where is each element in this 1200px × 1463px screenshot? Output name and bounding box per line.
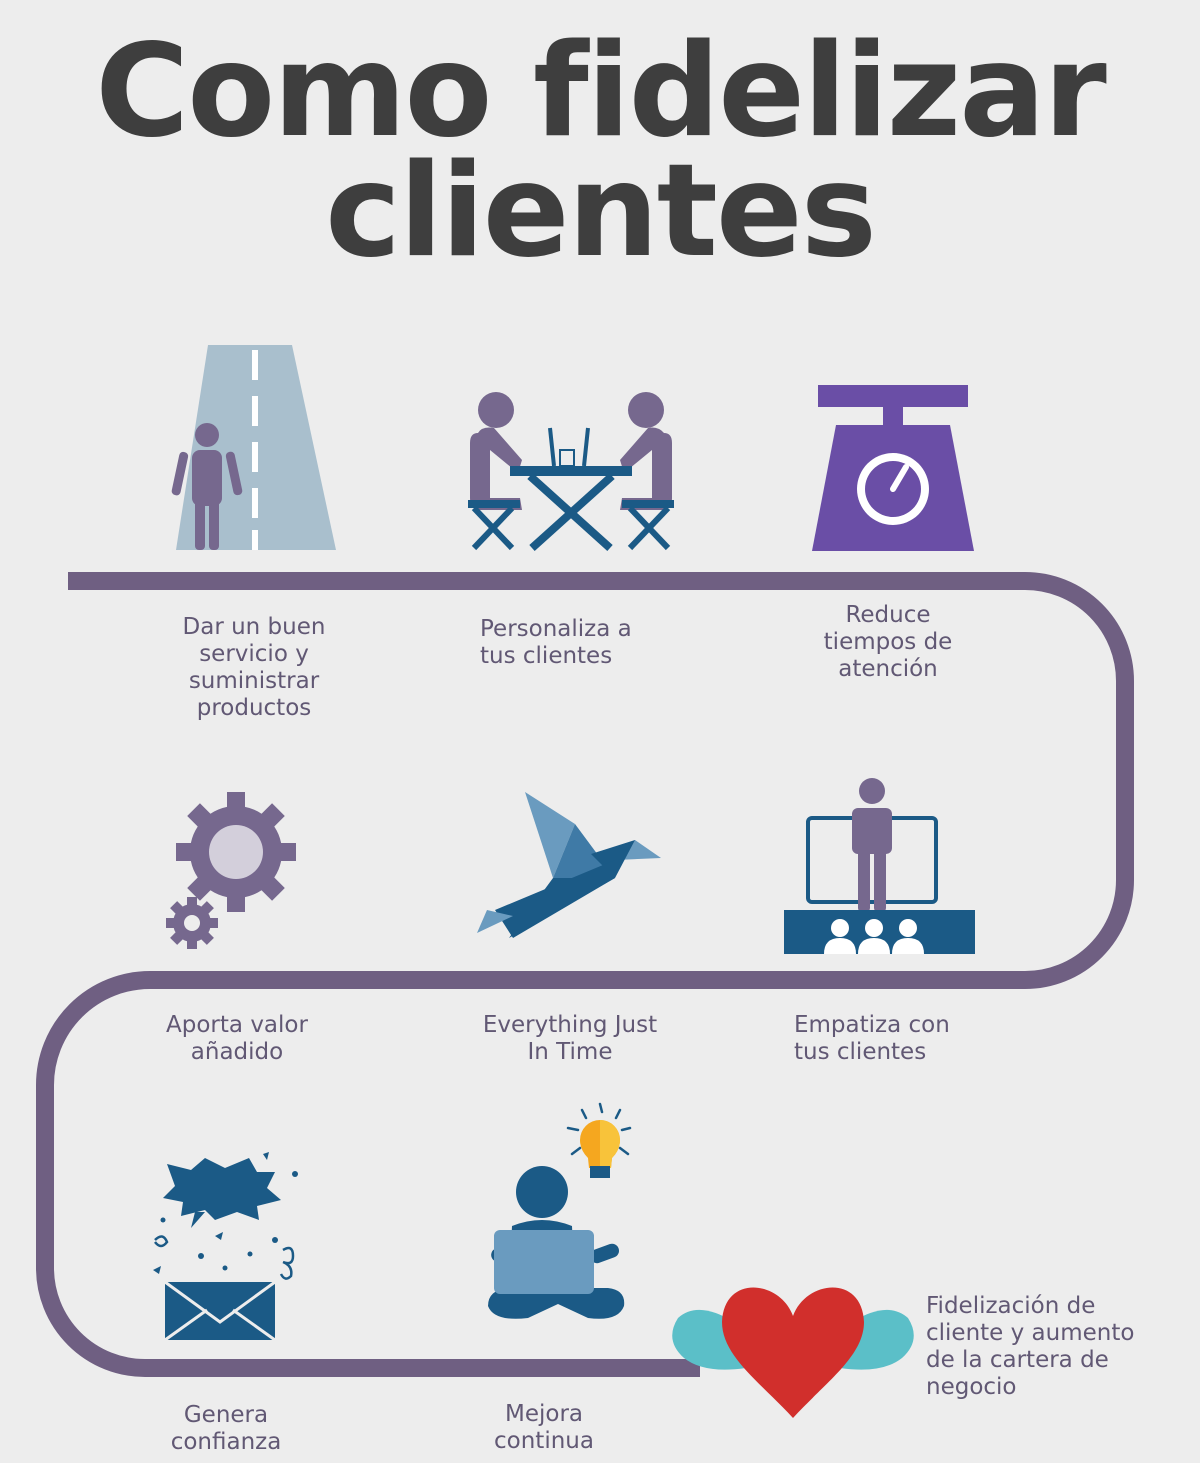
envelope-burst-icon bbox=[153, 1152, 298, 1342]
caption-line: negocio bbox=[926, 1374, 1017, 1400]
page-title-line-1: Como fidelizar bbox=[95, 17, 1107, 166]
caption-line: productos bbox=[196, 695, 312, 721]
caption-line: tiempos de bbox=[823, 629, 953, 655]
winged-heart-icon bbox=[672, 1287, 914, 1418]
caption-line: Empatiza con bbox=[794, 1012, 950, 1038]
caption-line: Fidelización de bbox=[926, 1293, 1096, 1319]
caption-line: Aporta valor bbox=[166, 1012, 308, 1038]
paper-bird-icon bbox=[477, 792, 661, 938]
caption-line: confianza bbox=[170, 1429, 282, 1455]
caption-line: de la cartera de bbox=[926, 1347, 1109, 1373]
gears-icon bbox=[166, 792, 296, 949]
caption-line: tus clientes bbox=[480, 643, 613, 669]
caption-line: continua bbox=[494, 1428, 594, 1454]
caption-line: Personaliza a bbox=[480, 616, 632, 642]
presenter-audience-icon bbox=[784, 778, 975, 954]
weighing-scale-icon bbox=[812, 385, 974, 551]
caption-line: atención bbox=[838, 656, 938, 682]
caption-line: Reduce bbox=[845, 602, 931, 628]
caption-line: Everything Just bbox=[482, 1012, 658, 1038]
meeting-table-icon bbox=[468, 392, 674, 551]
caption-line: In Time bbox=[527, 1039, 613, 1065]
caption-line: servicio y bbox=[199, 641, 309, 667]
caption-line: añadido bbox=[190, 1039, 284, 1065]
person-laptop-idea-icon bbox=[488, 1102, 632, 1319]
caption-line: Dar un buen bbox=[182, 614, 326, 640]
caption-line: Genera bbox=[183, 1402, 269, 1428]
caption-line: cliente y aumento bbox=[926, 1320, 1135, 1346]
caption-line: tus clientes bbox=[794, 1039, 927, 1065]
caption-line: Mejora bbox=[504, 1401, 583, 1427]
road-person-icon bbox=[171, 345, 336, 550]
caption-line: suministrar bbox=[188, 668, 320, 694]
page-title-line-2: clientes bbox=[325, 137, 877, 286]
